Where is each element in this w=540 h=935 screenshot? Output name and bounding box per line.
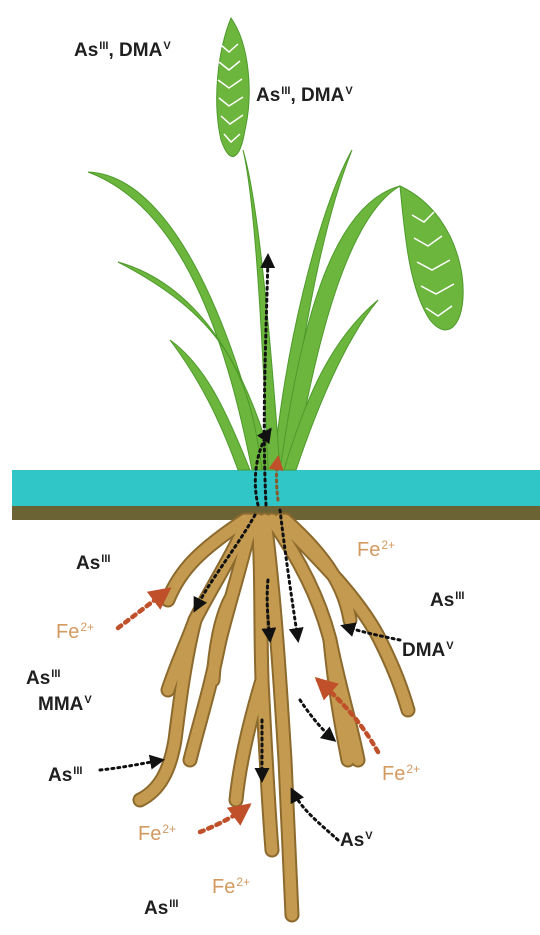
label-as3-mma-mma: MMAV bbox=[38, 694, 92, 716]
fe-left-arrow bbox=[118, 590, 168, 628]
label-fe-top-right: Fe2+ bbox=[357, 538, 395, 562]
as3-uptake-left-arrow bbox=[100, 760, 162, 770]
label-as3-dma-panicle: AsIII, DMAV bbox=[256, 85, 353, 107]
rice-leaves bbox=[88, 150, 400, 470]
label-as3-right: AsIII bbox=[430, 590, 464, 612]
label-as5-right: AsV bbox=[340, 830, 373, 852]
label-as3-left-lower: AsIII bbox=[48, 765, 82, 787]
fe-bottom-left-arrow bbox=[200, 806, 248, 832]
label-fe-bottom: Fe2+ bbox=[212, 875, 250, 899]
root-inner-arrow-right bbox=[300, 700, 334, 740]
label-as3-left-upper: AsIII bbox=[76, 553, 110, 575]
label-as3-mma-as: AsIII bbox=[26, 668, 60, 690]
top-panicle bbox=[217, 18, 249, 156]
label-fe-bottom-left: Fe2+ bbox=[138, 822, 176, 846]
label-fe-right: Fe2+ bbox=[382, 762, 420, 786]
label-dma-right: DMAV bbox=[402, 640, 454, 662]
drooping-panicle bbox=[400, 186, 463, 330]
label-as3-dma-top: AsIII, DMAV bbox=[74, 40, 171, 62]
root-system bbox=[140, 520, 408, 915]
as5-uptake-arrow bbox=[292, 790, 338, 840]
label-as3-bottom: AsIII bbox=[144, 898, 178, 920]
label-fe-left: Fe2+ bbox=[56, 620, 94, 644]
